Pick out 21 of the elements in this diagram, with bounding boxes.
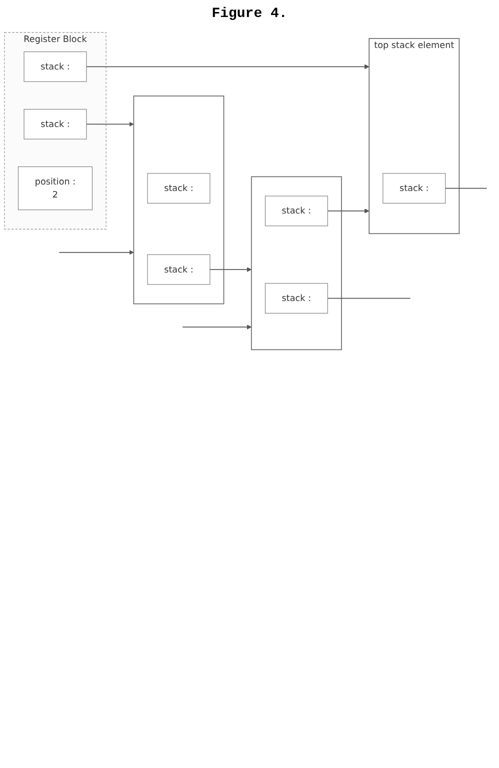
- node-box: stack :: [24, 108, 87, 140]
- node-label: top stack element: [374, 40, 454, 50]
- figure-title: Figure 4.: [210, 6, 288, 22]
- arrow: [58, 250, 134, 255]
- connector: [444, 188, 488, 189]
- node-box: stack :: [264, 283, 328, 314]
- connector: [327, 298, 411, 299]
- node-box: stack :: [24, 52, 87, 82]
- arrow: [327, 208, 370, 214]
- arrow: [86, 64, 370, 70]
- cluster: [133, 96, 224, 304]
- arrow: [86, 122, 134, 127]
- node-box: stack :: [147, 254, 210, 285]
- cluster: [368, 38, 460, 234]
- cluster: [251, 176, 342, 350]
- arrow: [182, 324, 252, 330]
- arrow: [210, 267, 252, 272]
- node-box: stack :: [264, 196, 328, 226]
- node-box: position : 2: [18, 166, 93, 210]
- node-box: stack :: [147, 173, 210, 204]
- node-box: stack :: [382, 173, 446, 204]
